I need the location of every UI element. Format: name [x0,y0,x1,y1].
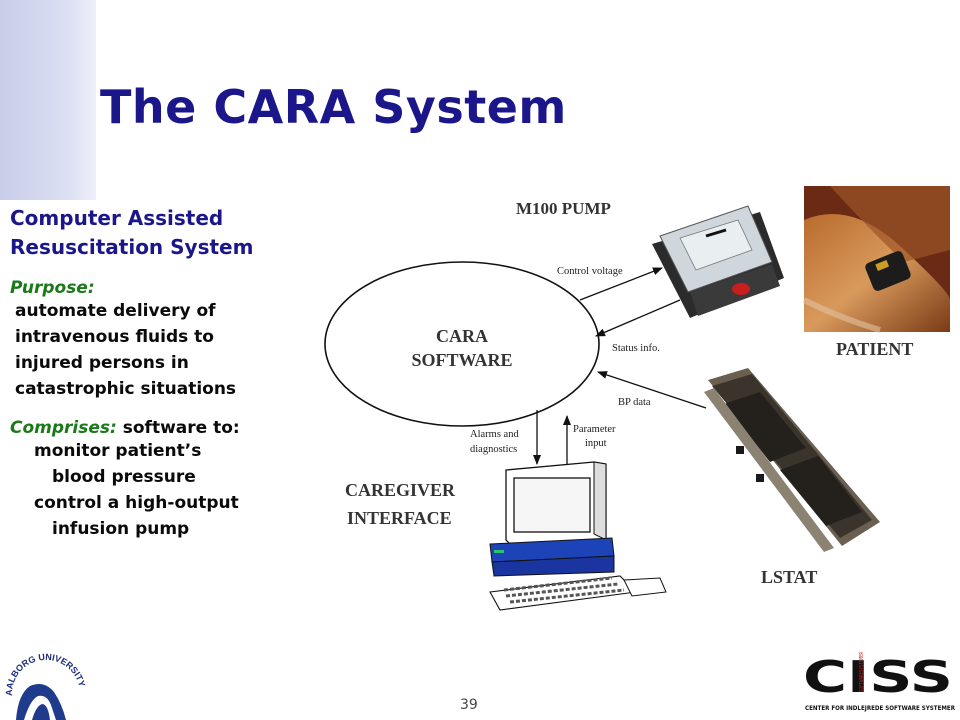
parameter-label: Parameter [573,424,616,435]
control-voltage-label: Control voltage [557,266,623,277]
purpose-label: Purpose: [10,278,95,298]
purpose-line: injured persons in [15,353,189,373]
control-voltage-arrow [579,267,663,301]
interface-label: INTERFACE [347,508,452,528]
comprises-item: control a high-output [34,493,239,513]
left-text-panel: Computer Assisted Resuscitation System P… [10,204,310,542]
slide-title: The CARA System [100,80,567,134]
page-number: 39 [460,697,478,713]
bp-data-arrow [597,371,707,409]
purpose-line: catastrophic situations [15,379,237,399]
cara-label: CARA [436,326,488,346]
software-label: SOFTWARE [411,350,512,370]
patient-photo [802,186,950,333]
purpose-section: Purpose: automate delivery of intravenou… [10,278,310,402]
bp-data-label: BP data [618,397,651,408]
comprises-label: Comprises: [10,418,117,438]
subtitle-line: Computer Assisted [10,206,224,230]
ciss-caption: CENTER FOR INDLEJREDE SOFTWARE SYSTEMER [805,705,955,712]
comprises-heading: Comprises: software to: [10,418,310,438]
pump-label: M100 PUMP [516,199,611,218]
comprises-item: monitor patient’s [34,441,202,461]
alarms-label: Alarms and [470,429,519,440]
caregiver-label: CAREGIVER [345,480,456,500]
ciss-logo: CISS SOFTWARESYSTEMER CENTER FOR INDLEJR… [803,651,955,712]
purpose-line: automate delivery of [15,301,216,321]
subtitle: Computer Assisted Resuscitation System [10,204,310,262]
header-band [0,0,96,200]
patient-label: PATIENT [836,339,913,359]
subtitle-line: Resuscitation System [10,235,254,259]
comprises-item-cont: blood pressure [52,467,196,487]
infusion-pump-image [652,205,784,318]
alarms-label-cont: diagnostics [470,444,517,455]
cara-software-ellipse [324,261,600,427]
ciss-logo-mark: CISS [803,652,953,703]
status-info-label: Status info. [612,343,660,354]
computer-image [489,461,667,611]
purpose-line: intravenous fluids to [15,327,214,347]
lstat-label: LSTAT [761,567,817,587]
status-info-arrow [595,299,681,337]
parameter-label-cont: input [585,438,607,449]
comprises-suffix: software to: [122,418,240,438]
lstat-image [704,368,880,552]
comprises-item-cont: infusion pump [52,519,190,539]
ciss-vertical-text: SOFTWARESYSTEMER [859,651,865,692]
aalborg-university-logo: AALBORG UNIVERSITY [4,652,87,720]
